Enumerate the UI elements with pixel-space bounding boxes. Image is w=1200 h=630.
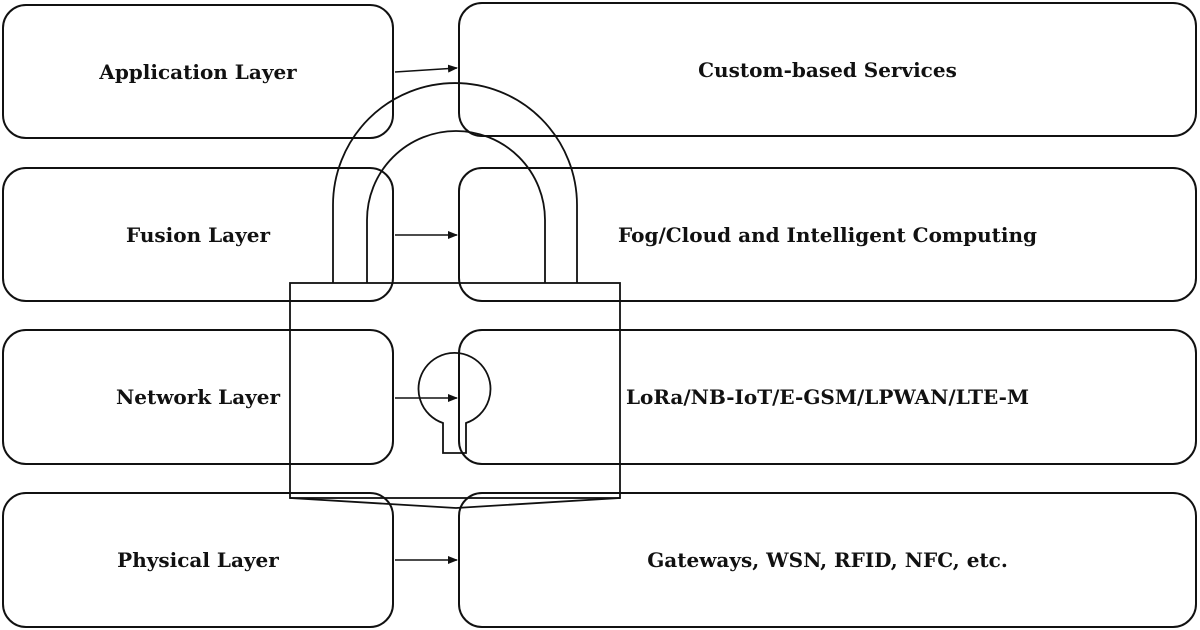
layer-box-application: Application Layer	[2, 4, 394, 139]
detail-label: Custom-based Services	[698, 57, 957, 82]
layer-label: Network Layer	[115, 385, 281, 409]
detail-box-network: LoRa/NB-IoT/E-GSM/LPWAN/LTE-M	[458, 329, 1197, 465]
layer-label: Fusion Layer	[126, 222, 270, 247]
arrows	[394, 64, 458, 564]
layer-box-network: Network Layer	[2, 329, 394, 465]
detail-label: Gateways, WSN, RFID, NFC, etc.	[647, 548, 1008, 572]
layer-label: Application Layer	[99, 59, 297, 84]
detail-box-fusion: Fog/Cloud and Intelligent Computing	[458, 167, 1197, 302]
detail-box-application: Custom-based Services	[458, 2, 1197, 137]
layer-box-fusion: Fusion Layer	[2, 167, 394, 302]
layer-label: Physical Layer	[117, 548, 279, 572]
layer-box-physical: Physical Layer	[2, 492, 394, 628]
arrow-application	[394, 64, 458, 73]
detail-label: Fog/Cloud and Intelligent Computing	[618, 222, 1037, 247]
detail-label: LoRa/NB-IoT/E-GSM/LPWAN/LTE-M	[625, 385, 1030, 409]
detail-box-physical: Gateways, WSN, RFID, NFC, etc.	[458, 492, 1197, 628]
